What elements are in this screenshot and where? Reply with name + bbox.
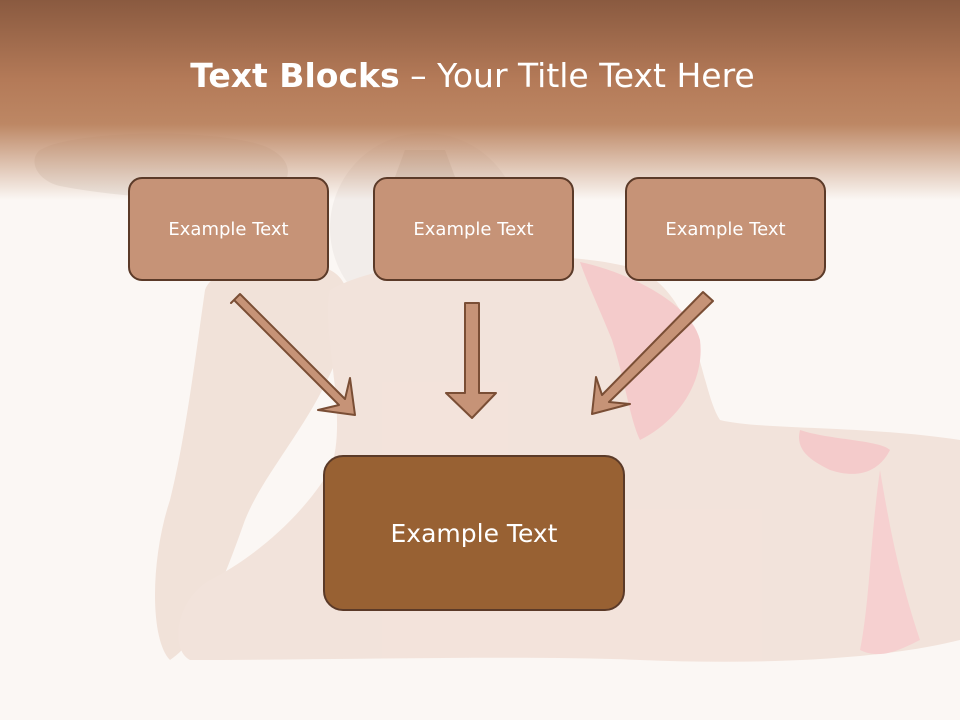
title-separator: –	[399, 56, 438, 95]
arrow-right	[591, 291, 714, 415]
text-block-1[interactable]: Example Text	[128, 177, 329, 281]
title-bold: Text Blocks	[190, 56, 400, 95]
text-block-3[interactable]: Example Text	[625, 177, 826, 281]
main-text-block[interactable]: Example Text	[323, 455, 625, 611]
header-band	[0, 0, 960, 200]
text-block-1-label: Example Text	[168, 218, 289, 240]
text-block-3-label: Example Text	[665, 218, 786, 240]
text-block-2[interactable]: Example Text	[373, 177, 574, 281]
arrow-left	[230, 293, 356, 416]
arrow-center	[445, 302, 497, 419]
text-block-2-label: Example Text	[413, 218, 534, 240]
main-text-block-label: Example Text	[390, 518, 558, 548]
slide-title: Text Blocks – Your Title Text Here	[0, 56, 945, 96]
title-rest: Your Title Text Here	[437, 56, 755, 95]
bikini-shape	[580, 262, 701, 440]
